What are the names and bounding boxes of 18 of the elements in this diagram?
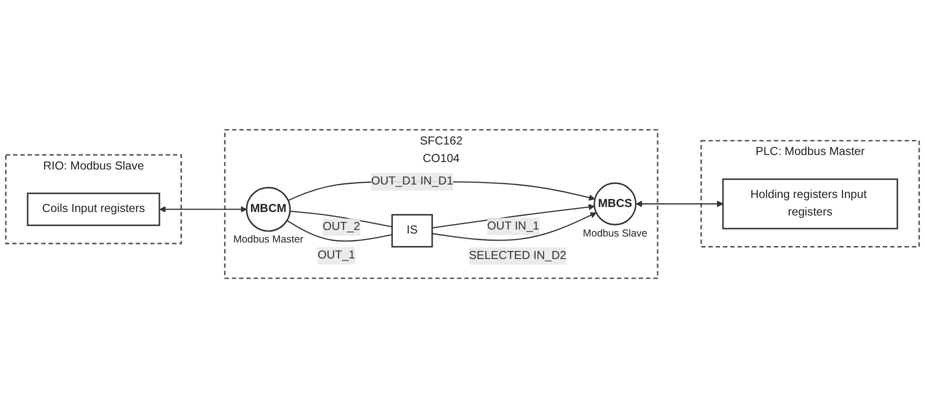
- arrow: [432, 212, 597, 242]
- edge-label: OUT_D1 IN_D1: [371, 176, 454, 188]
- arrow: [159, 206, 247, 213]
- edge-label: SELECTED IN_D2: [468, 250, 566, 262]
- node-box: Coils Input registers: [26, 193, 160, 226]
- node-circle: MBCS: [594, 182, 637, 226]
- edge-label: OUT_1: [318, 250, 356, 262]
- node-box: Holding registers Input registers: [722, 178, 898, 230]
- edge-label: OUT IN_1: [487, 220, 540, 233]
- node-caption: Modbus Slave: [582, 228, 648, 240]
- node-caption: Modbus Master: [233, 235, 304, 246]
- node-circle: MBCM: [246, 187, 291, 232]
- node-box: IS: [391, 214, 433, 248]
- connector: [290, 211, 392, 228]
- arrow: [636, 201, 724, 208]
- arrow: [432, 204, 595, 229]
- edge-label: OUT_2: [322, 220, 360, 234]
- connector: [286, 220, 392, 242]
